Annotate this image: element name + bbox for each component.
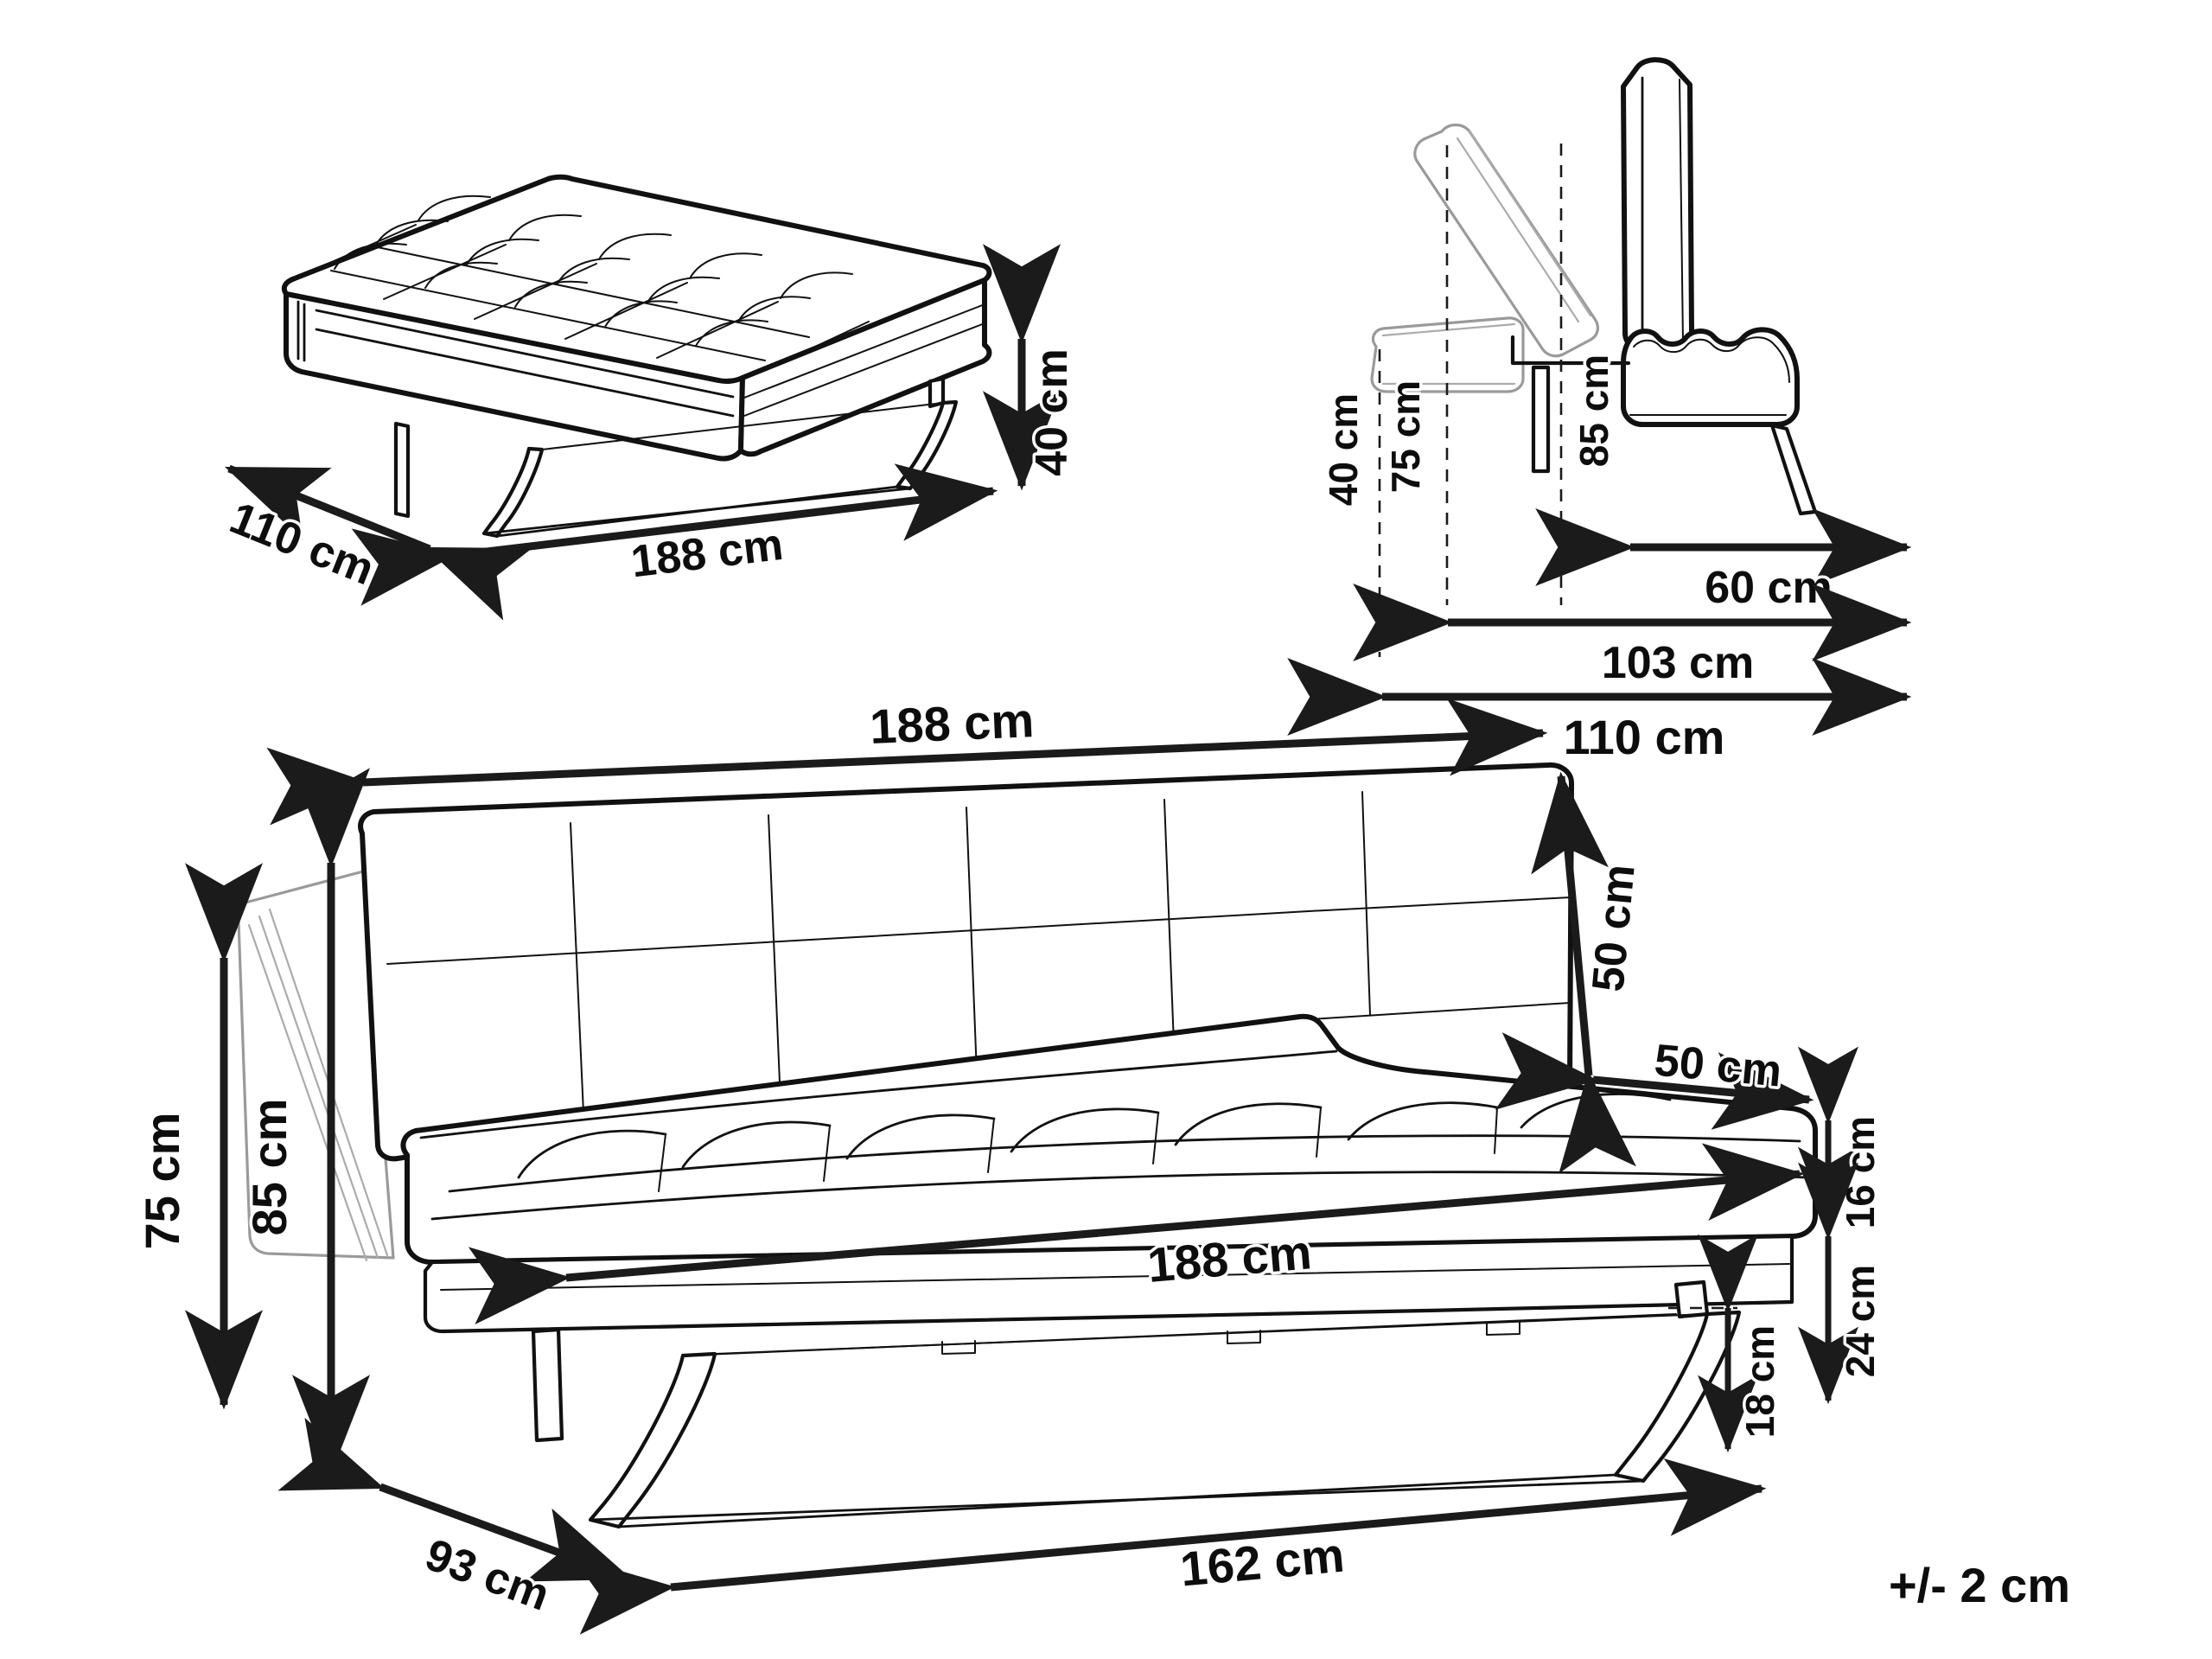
dim-sofa-leg-height: 18 cm [1668,1234,1786,1453]
dim-sofa-height-reclined: 75 cm [132,863,263,1410]
dim-sofa-height-upright: 85 cm [239,768,370,1475]
label-sofa-width-top: 188 cm [869,692,1035,754]
side-frame-rail [1510,335,1818,516]
label-side-h40: 40 cm [1321,393,1366,506]
label-sofa-seat-height: 24 cm [1838,1265,1883,1377]
dim-bed-length: 188 cm [351,463,998,606]
dim-side-depth-110: 110 cm [1287,658,1912,768]
tuft-puffs [334,195,853,347]
label-sofa-leg-height: 18 cm [1737,1325,1782,1438]
backrest-vertical-seams [570,791,1371,1133]
tolerance-note: +/- 2 cm [1889,1558,2070,1612]
label-side-h85: 85 cm [1571,354,1616,467]
seat-cushion-upright [1621,327,1800,427]
label-sofa-h85: 85 cm [242,1099,296,1236]
label-bed-height: 40 cm [1027,348,1077,475]
seat-bed-position-ghost [1370,316,1525,393]
dim-sofa-width-top: 188 cm [266,690,1548,826]
side-profile-view: 40 cm 75 cm 85 cm 60 cm 103 cm 110 cm [1287,57,1912,768]
label-sofa-h75: 75 cm [135,1113,189,1250]
label-side-d103: 103 cm [1602,638,1754,688]
rail-slat-tabs [941,1321,1520,1355]
label-side-d60: 60 cm [1705,563,1832,613]
label-sofa-seat-thickness: 16 cm [1838,1116,1883,1228]
side-projection-lines [1378,144,1563,657]
label-side-h75: 75 cm [1383,380,1428,493]
label-side-d110: 110 cm [1564,710,1725,764]
backrest-reclined-ghost [1413,123,1600,358]
backrest-upright [1621,57,1694,352]
dim-side-heights: 40 cm 75 cm 85 cm [1318,351,1620,508]
dim-sofa-seat-height: 24 cm [1797,1162,1886,1405]
bed-body [284,278,992,462]
dim-bed-height: 40 cm [982,244,1081,491]
